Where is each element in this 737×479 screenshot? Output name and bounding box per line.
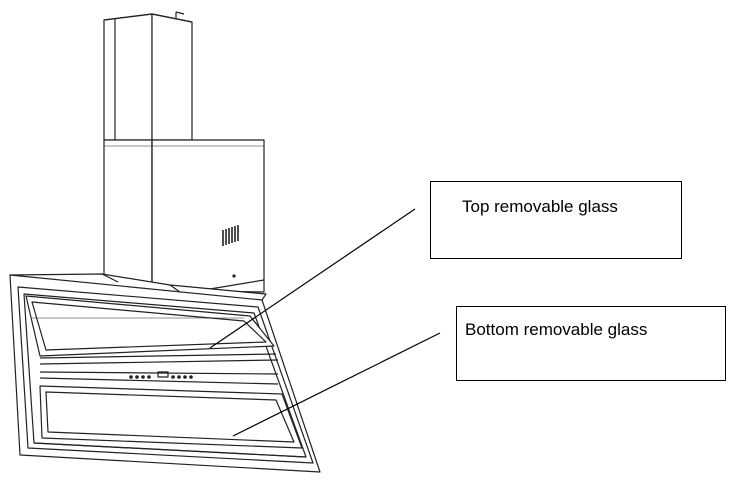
- bottom-glass-callout: Bottom removable glass: [456, 306, 726, 381]
- top-glass-label: Top removable glass: [462, 197, 618, 216]
- top-glass-panel: [25, 295, 275, 357]
- leader-line-bottom: [232, 332, 441, 437]
- lower-chimney: [103, 139, 265, 293]
- bottom-glass-label: Bottom removable glass: [465, 320, 648, 339]
- vent-grille: [222, 225, 239, 246]
- leader-line-top: [209, 208, 416, 349]
- top-glass-callout: Top removable glass: [430, 181, 682, 259]
- control-strip: [39, 353, 279, 385]
- bottom-glass-panel: [33, 385, 307, 458]
- upper-chimney: [103, 11, 193, 141]
